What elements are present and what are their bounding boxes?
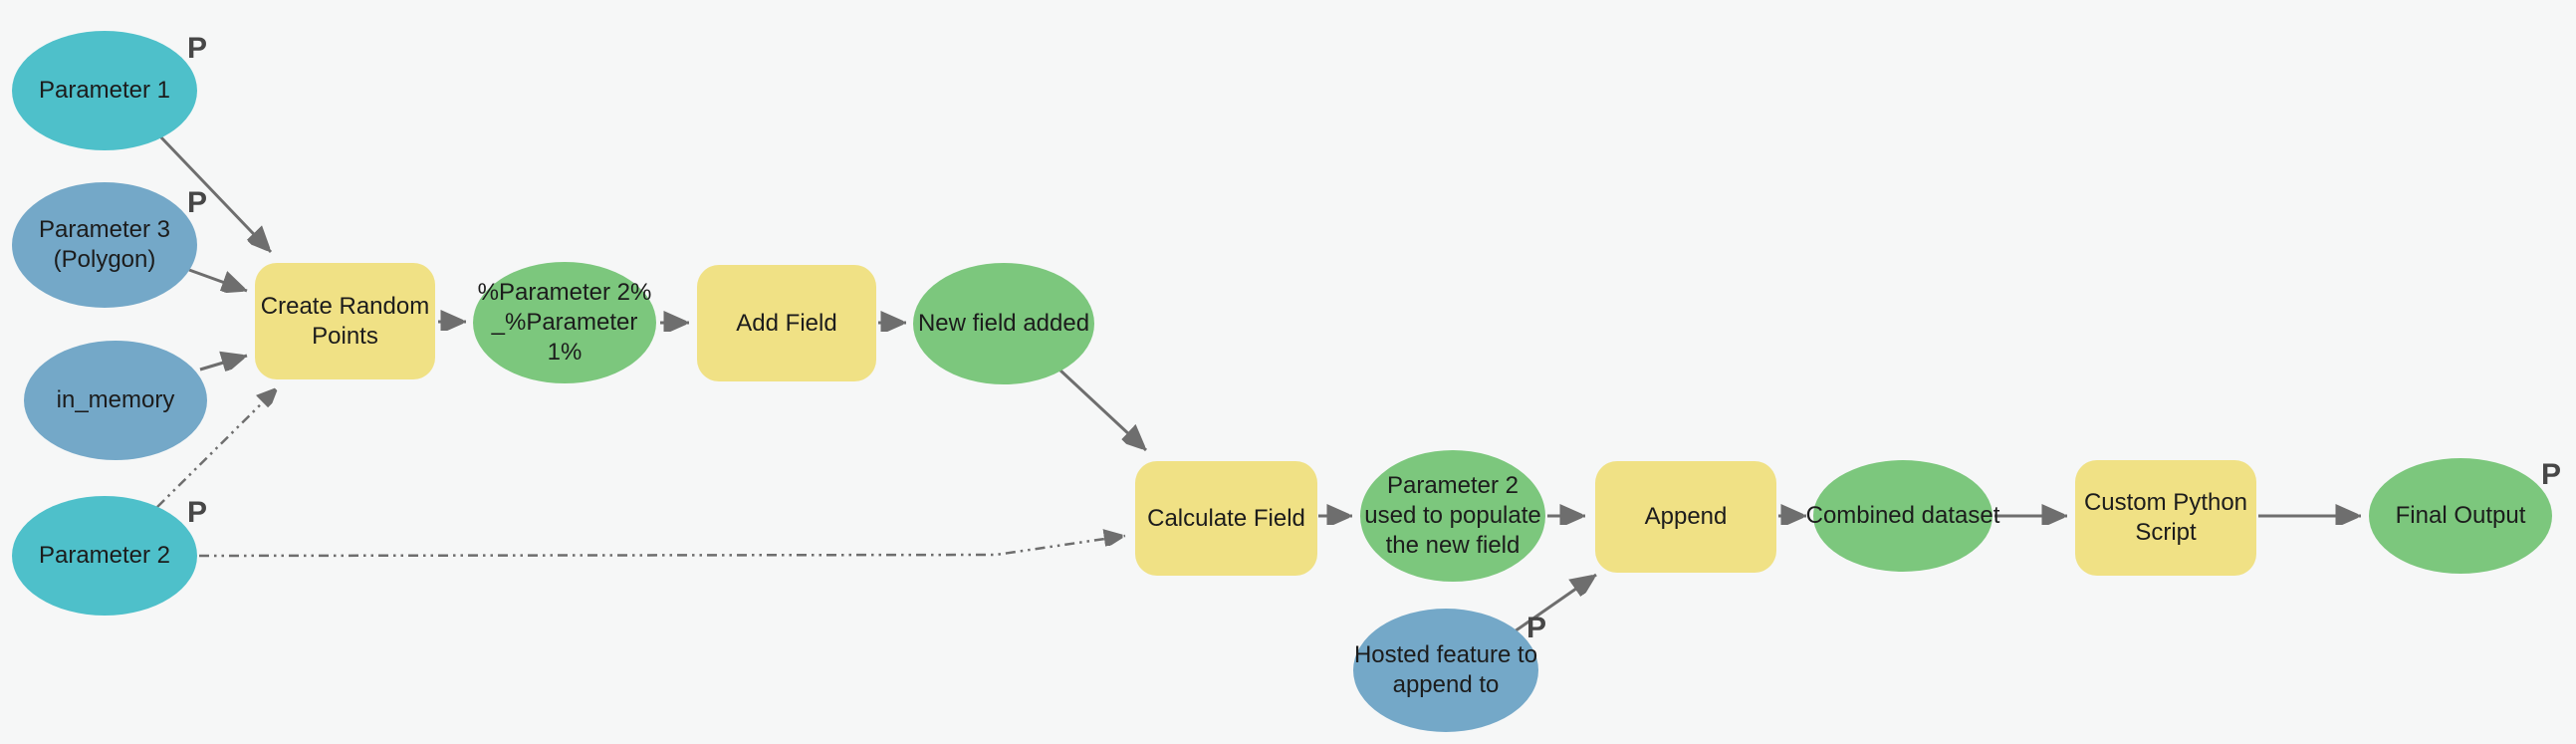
node-in-memory[interactable]: in_memory	[24, 341, 207, 460]
node-new-field-added[interactable]: New field added	[913, 263, 1094, 384]
node-label: Add Field	[736, 309, 837, 337]
node-label: Script	[2135, 519, 2197, 546]
node-parameter-2-parameter-1-name[interactable]: %Parameter 2% _%Parameter 1%	[473, 262, 656, 383]
node-parameter-2-used-to-populate[interactable]: Parameter 2 used to populate the new fie…	[1360, 450, 1545, 582]
node-calculate-field[interactable]: Calculate Field	[1135, 461, 1317, 576]
node-label: Append	[1644, 503, 1728, 530]
node-label: used to populate	[1364, 502, 1541, 529]
node-label: Parameter 3	[38, 216, 171, 243]
node-label: in_memory	[56, 386, 175, 413]
param-badge-parameter-1: P	[187, 32, 208, 65]
connector-parameter-1-to-create-random-points[interactable]	[157, 133, 273, 252]
connector-parameter-2-to-calculate-field[interactable]	[198, 536, 1126, 558]
connector-hosted-feature-to-append[interactable]	[1514, 573, 1596, 633]
node-parameter-2[interactable]: Parameter 2	[12, 496, 197, 616]
node-hosted-feature-to-append-to[interactable]: Hosted feature to append to	[1353, 609, 1538, 732]
node-label: Calculate Field	[1147, 504, 1305, 532]
node-label: Parameter 2	[1386, 472, 1520, 499]
node-label: Custom Python	[2083, 489, 2248, 516]
node-final-output[interactable]: Final Output	[2369, 458, 2552, 574]
node-add-field[interactable]: Add Field	[697, 265, 876, 381]
param-badge-final-output: P	[2541, 458, 2562, 491]
param-badge-hosted-feature: P	[1526, 612, 1547, 644]
connector-new-field-added-to-calculate-field[interactable]	[1057, 368, 1146, 452]
node-label: Parameter 1	[38, 77, 171, 104]
node-label: Parameter 2	[38, 542, 171, 569]
node-label: Final Output	[2395, 502, 2526, 529]
node-label: Create Random	[260, 292, 430, 320]
node-create-random-points[interactable]: Create Random Points	[255, 263, 435, 379]
node-label: %Parameter 2%	[477, 279, 652, 306]
node-label: append to	[1392, 671, 1500, 698]
node-parameter-1[interactable]: Parameter 1	[12, 31, 197, 150]
node-label: New field added	[917, 310, 1090, 337]
node-append[interactable]: Append	[1595, 461, 1776, 573]
node-label: the new field	[1385, 532, 1521, 559]
node-label: Hosted feature to	[1353, 641, 1538, 668]
node-label: 1%	[547, 339, 583, 366]
node-combined-dataset[interactable]: Combined dataset	[1806, 460, 1999, 572]
param-badge-parameter-3: P	[187, 186, 208, 219]
node-label: Points	[312, 322, 378, 350]
node-parameter-3-polygon[interactable]: Parameter 3 (Polygon)	[12, 182, 197, 308]
node-custom-python-script[interactable]: Custom Python Script	[2075, 460, 2256, 576]
node-label: (Polygon)	[53, 246, 156, 273]
node-label: _%Parameter	[491, 309, 638, 336]
connector-in-memory-to-create-random-points[interactable]	[199, 356, 248, 370]
connector-parameter-3-polygon-to-create-random-points[interactable]	[188, 268, 247, 291]
node-label: Combined dataset	[1805, 502, 2000, 529]
param-badge-parameter-2: P	[187, 496, 208, 529]
